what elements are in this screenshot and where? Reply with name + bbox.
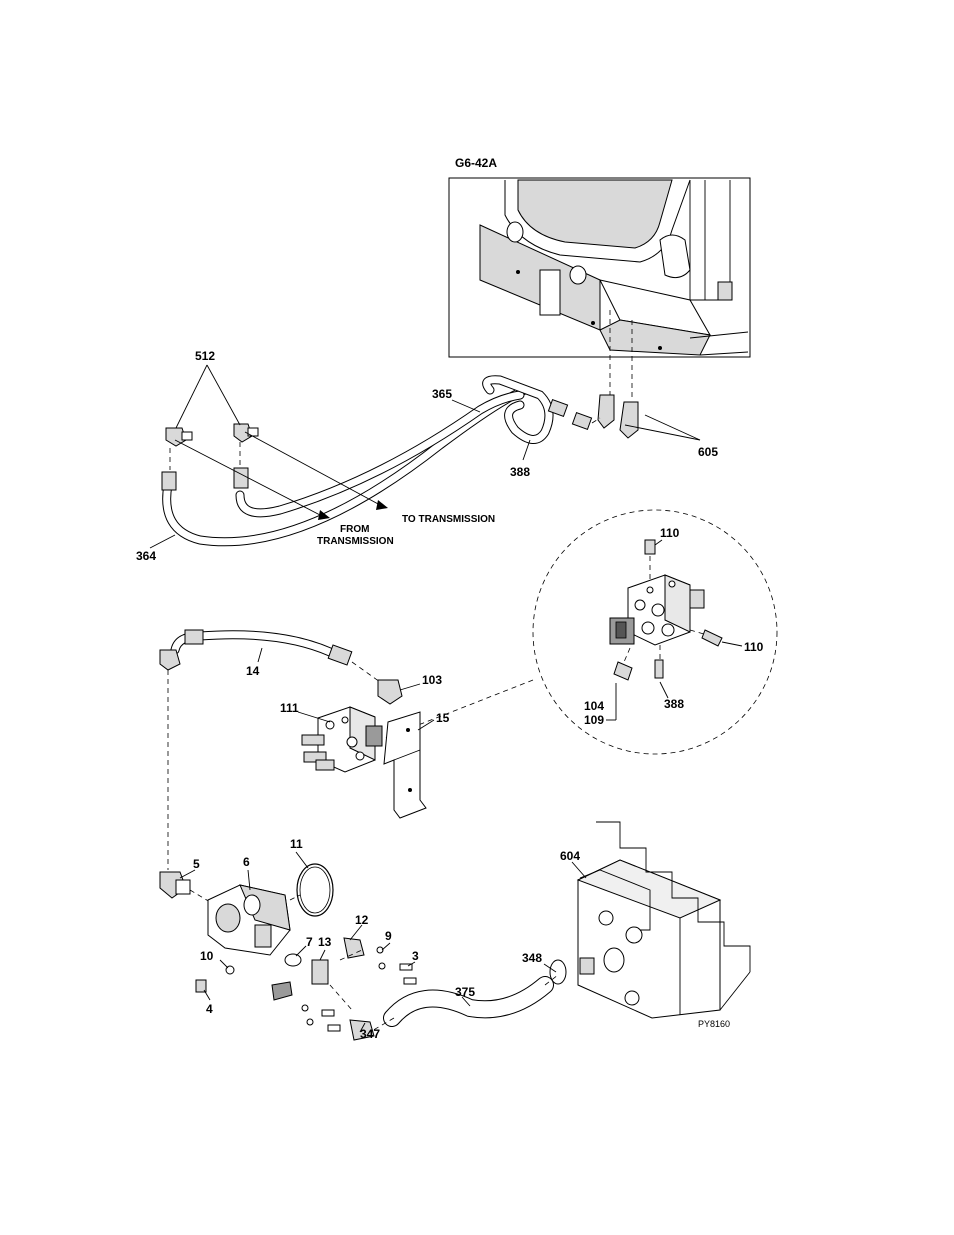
callout-14: 14 [246, 664, 260, 678]
callout-605: 605 [698, 445, 718, 459]
inset-g6-42a: G6-42A [448, 156, 751, 358]
callout-388-detail: 388 [664, 697, 684, 711]
callout-4: 4 [206, 1002, 213, 1016]
figure-code: PY8160 [698, 1019, 730, 1029]
callout-364: 364 [136, 549, 156, 563]
callout-11: 11 [290, 837, 303, 851]
valve-assembly-middle [159, 629, 427, 819]
callout-7: 7 [306, 935, 313, 949]
label-to-transmission: TO TRANSMISSION [402, 514, 495, 525]
callout-103: 103 [422, 673, 442, 687]
pump-assembly [159, 863, 417, 1041]
callout-9: 9 [385, 929, 392, 943]
label-from-transmission-line1: FROM [340, 524, 369, 535]
tank-assembly [369, 821, 751, 1033]
callout-15: 15 [436, 711, 450, 725]
callout-3: 3 [412, 949, 419, 963]
hose-assembly-top [161, 375, 639, 547]
callout-604: 604 [560, 849, 580, 863]
callout-6: 6 [243, 855, 250, 869]
callout-365: 365 [432, 387, 452, 401]
callout-13: 13 [318, 935, 332, 949]
callout-512: 512 [195, 349, 215, 363]
callout-111: 111 [280, 701, 299, 715]
callout-110-top: 110 [660, 526, 680, 540]
callout-12: 12 [355, 913, 369, 927]
callout-109: 109 [584, 713, 604, 727]
callout-348: 348 [522, 951, 542, 965]
inset-title: G6-42A [455, 156, 497, 170]
callout-375: 375 [455, 985, 475, 999]
callout-347: 347 [360, 1027, 380, 1041]
callout-5: 5 [193, 857, 200, 871]
label-from-transmission-line2: TRANSMISSION [317, 536, 394, 547]
callout-110-right: 110 [744, 640, 764, 654]
valve-detail-circle [532, 509, 778, 755]
callout-104: 104 [584, 699, 604, 713]
callout-10: 10 [200, 949, 214, 963]
callout-388-top: 388 [510, 465, 530, 479]
